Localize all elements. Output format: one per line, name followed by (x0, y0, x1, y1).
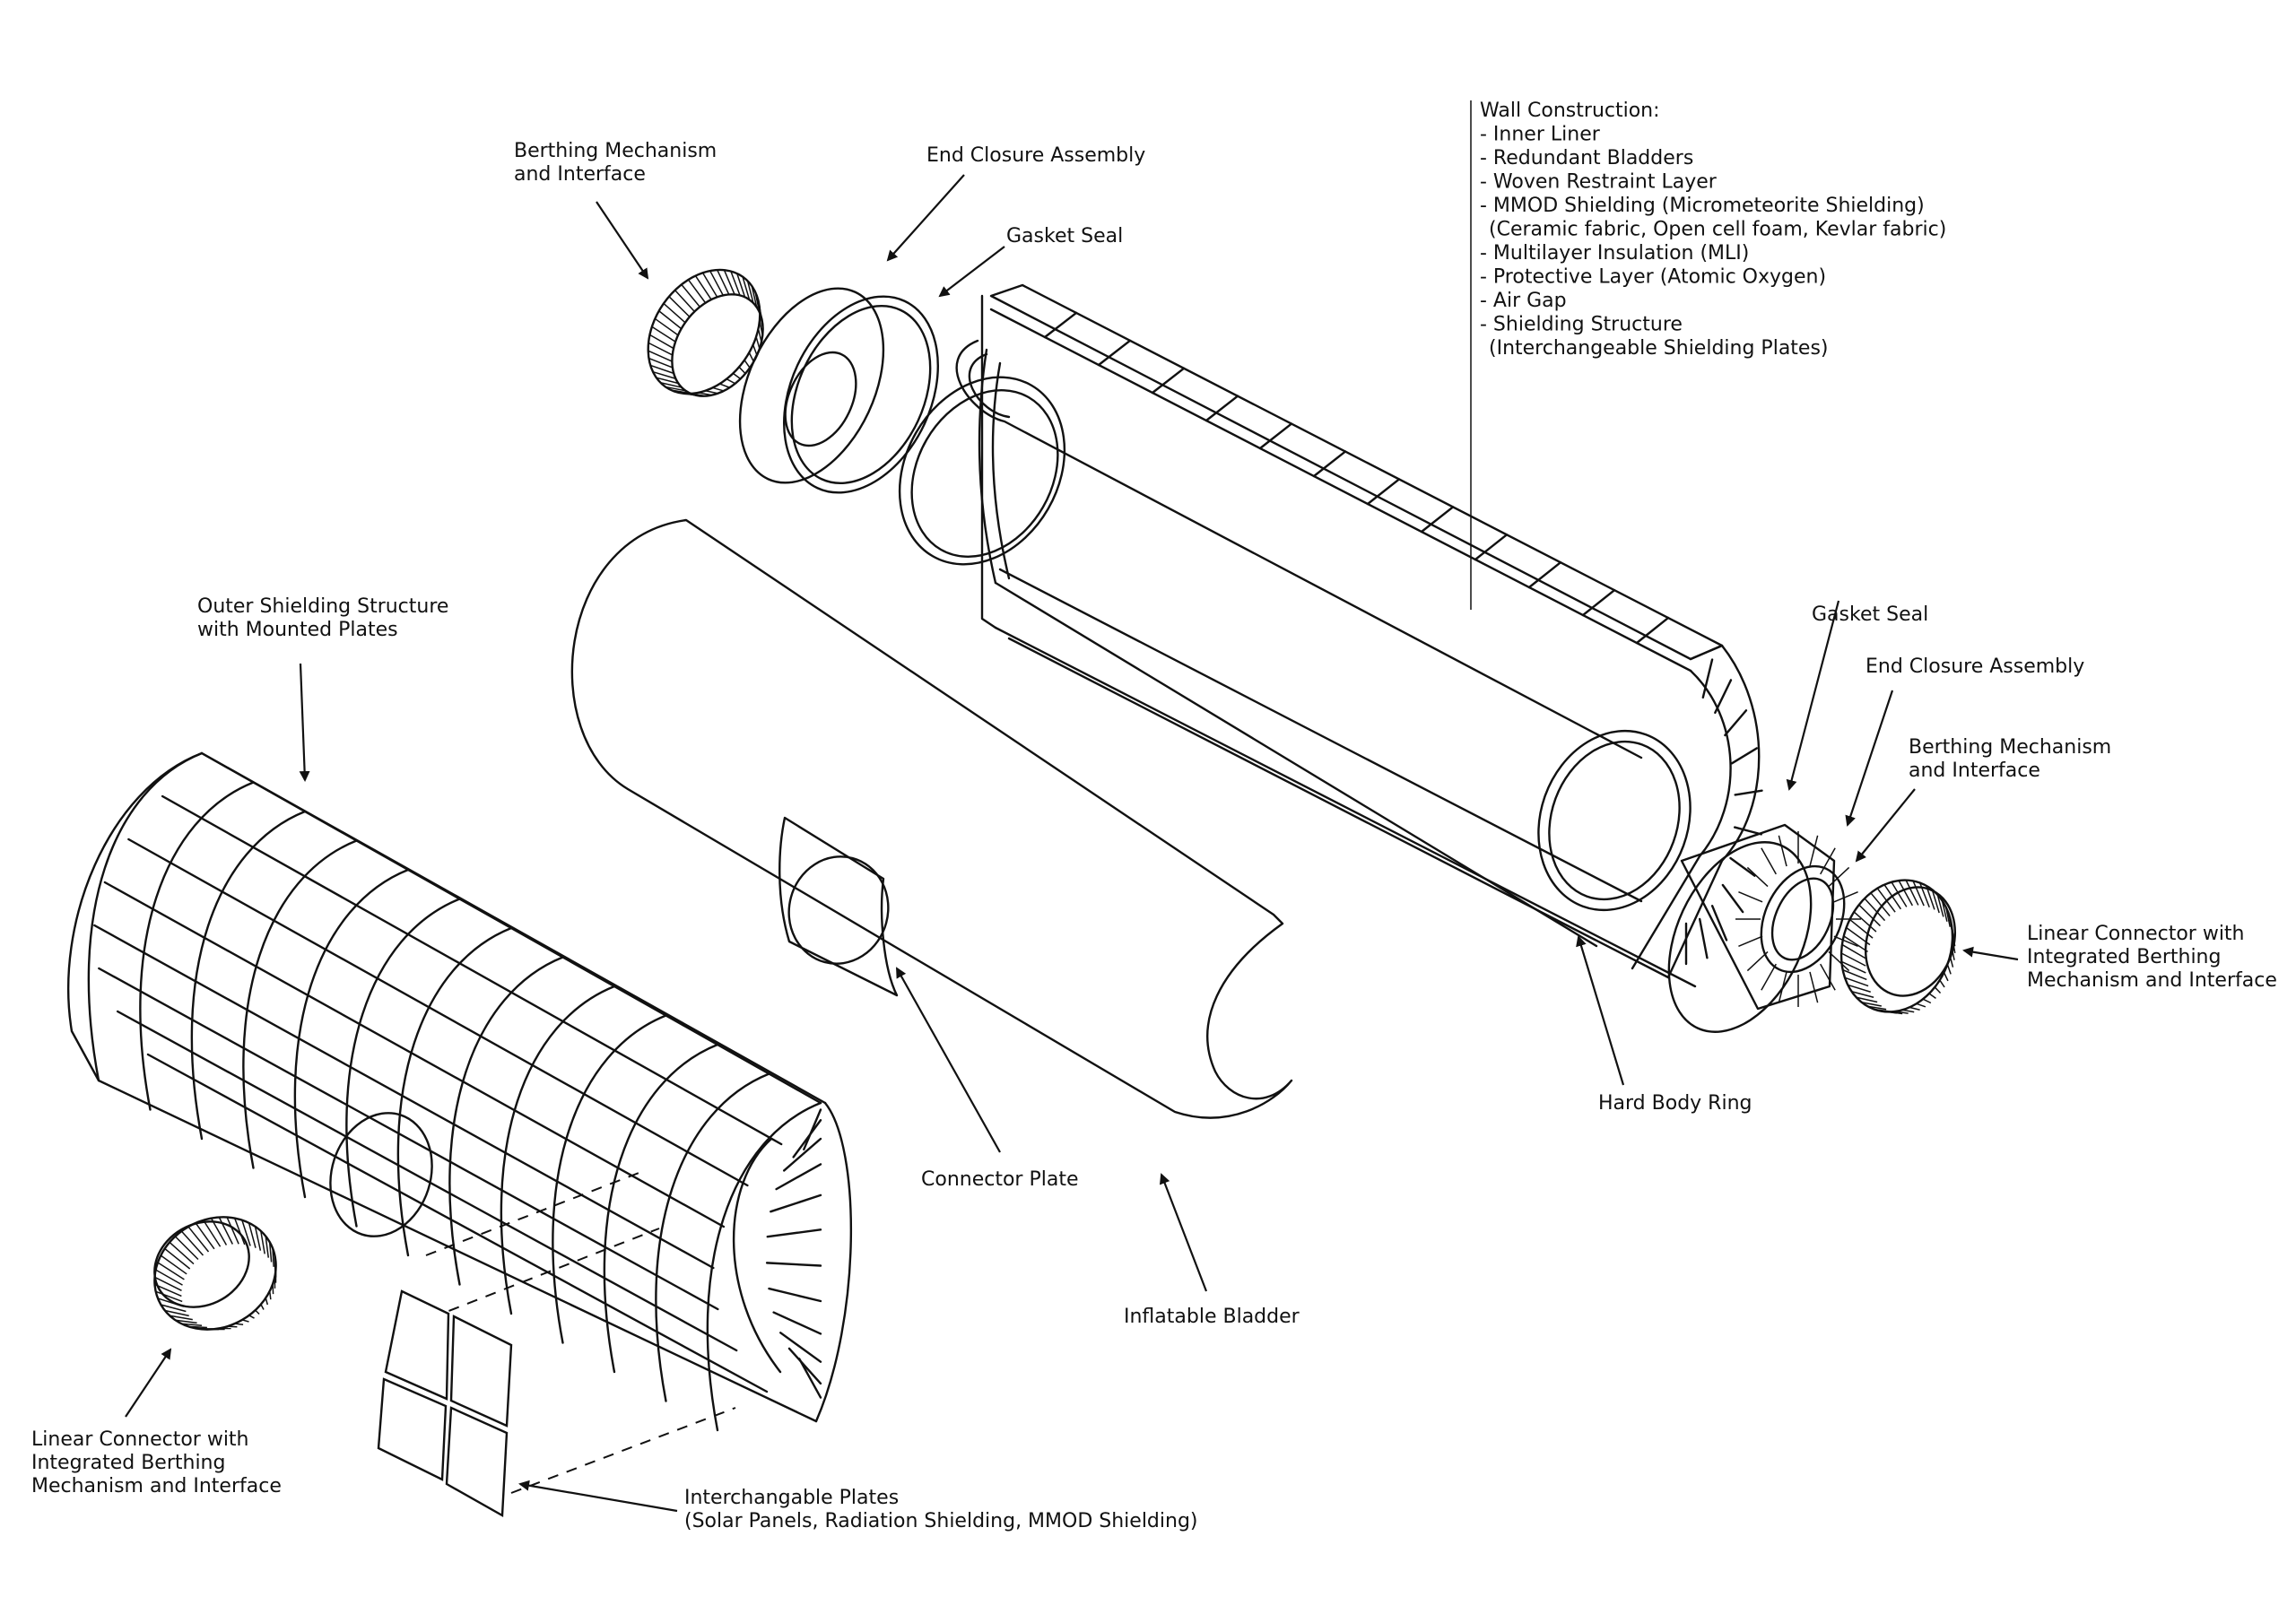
label-gasket-right: Gasket Seal (1812, 603, 1928, 626)
top-end-assembly (647, 268, 1066, 566)
right-end-assembly (1667, 823, 1957, 1033)
linear-connector-right (1839, 879, 1957, 1015)
label-outer-shielding: Outer Shielding Structure with Mounted P… (197, 595, 455, 641)
label-berthing-right: Berthing Mechanism and Interface (1909, 736, 2118, 782)
label-hard-body-ring: Hard Body Ring (1598, 1092, 1752, 1115)
label-end-closure-right: End Closure Assembly (1866, 655, 2084, 678)
label-inflatable-bladder: Inflatable Bladder (1124, 1306, 1300, 1328)
berthing-mechanism-top (647, 268, 764, 397)
interchangable-plates (377, 1289, 513, 1517)
outer-shielding-structure (67, 751, 852, 1494)
label-gasket-top: Gasket Seal (1006, 225, 1123, 247)
label-berthing-top: Berthing Mechanism and Interface (514, 140, 723, 186)
inflatable-bladder (570, 518, 1293, 1119)
label-linear-connector-left: Linear Connector with Integrated Berthin… (31, 1428, 282, 1497)
callout-arrows (125, 174, 2019, 1513)
label-connector-plate: Connector Plate (921, 1168, 1078, 1191)
labels: Berthing Mechanism and Interface End Clo… (31, 100, 2277, 1532)
upper-core-module (955, 283, 1763, 988)
label-linear-connector-right: Linear Connector with Integrated Berthin… (2027, 923, 2277, 992)
linear-connector-left (153, 1216, 277, 1331)
label-interchangable-plates: Interchangable Plates (Solar Panels, Rad… (684, 1487, 1198, 1532)
label-end-closure-top: End Closure Assembly (926, 144, 1145, 167)
label-wall-construction: Wall Construction: - Inner Liner - Redun… (1480, 100, 1952, 360)
